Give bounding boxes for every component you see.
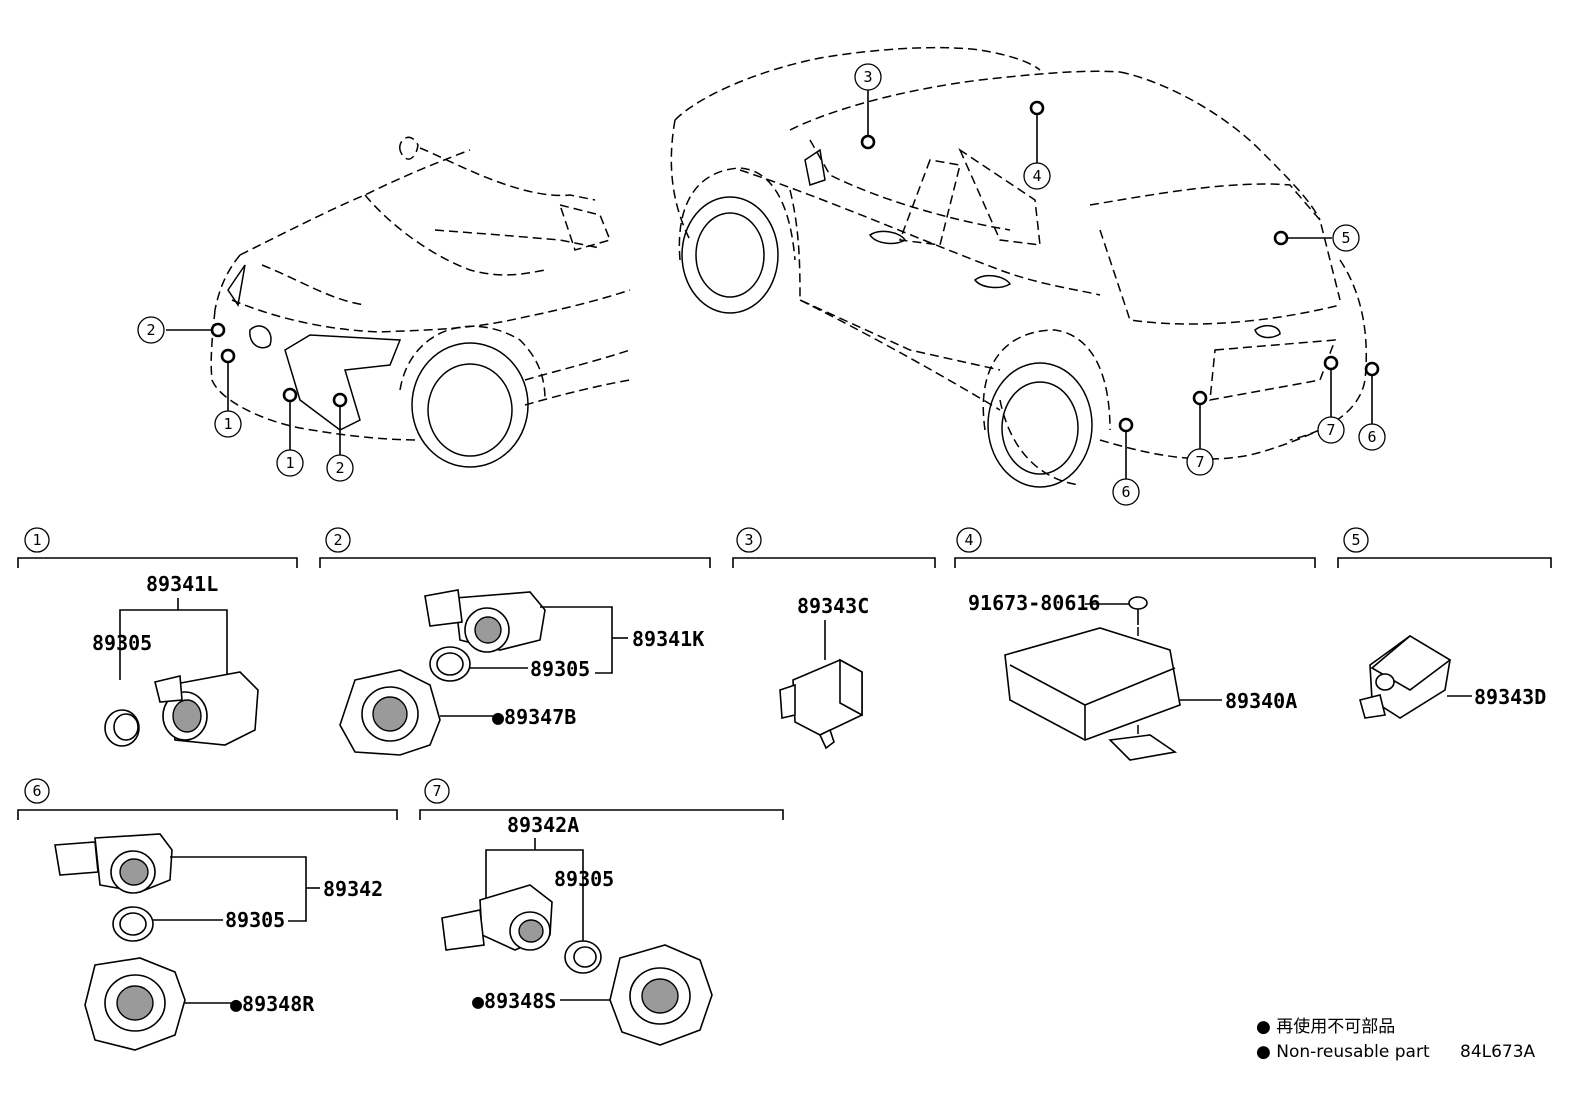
- callout-7-rear-center: 7: [1186, 448, 1214, 476]
- sensor-mark-3: [860, 134, 876, 150]
- svg-text:2: 2: [333, 531, 342, 549]
- part-89305-g2: 89305: [530, 657, 590, 681]
- sensor-mark-1-center: [282, 387, 298, 403]
- sensor-part-g7: [441, 884, 553, 951]
- svg-text:1: 1: [223, 415, 232, 433]
- sensor-mark-5: [1273, 230, 1289, 246]
- svg-text:4: 4: [964, 531, 973, 549]
- sensor-part-g1: [154, 671, 259, 746]
- callout-2-front-left: 2: [137, 316, 165, 344]
- ring-part-g6: [112, 906, 154, 942]
- svg-text:7: 7: [432, 782, 441, 800]
- svg-text:6: 6: [1367, 428, 1376, 446]
- sensor-mark-2-left: [210, 322, 226, 338]
- svg-text:5: 5: [1351, 531, 1360, 549]
- svg-text:3: 3: [863, 68, 872, 86]
- callout-1-front-left: 1: [214, 410, 242, 438]
- group-7: 7 89342A 89305 ●89348S: [419, 778, 784, 1046]
- part-89342A: 89342A: [507, 813, 579, 837]
- part-89305-g7: 89305: [554, 867, 614, 891]
- part-89348R: ●89348R: [230, 992, 315, 1016]
- buzzer-part-g5: [1359, 635, 1452, 719]
- rear-vehicle-view: 3 4 5 7 6 7 6: [670, 46, 1386, 506]
- legend: ● 再使用不可部品 ● Non-reusable part 84L673A: [1256, 1016, 1536, 1062]
- diagram-code: 84L673A: [1460, 1042, 1536, 1062]
- part-89348S: ●89348S: [472, 989, 556, 1013]
- part-89340A: 89340A: [1225, 689, 1297, 713]
- callout-2-front-right: 2: [326, 454, 354, 482]
- svg-text:3: 3: [744, 531, 753, 549]
- group-5: 5 89343D: [1337, 527, 1552, 719]
- part-89341K: 89341K: [632, 627, 704, 651]
- sensor-mark-6-left: [1118, 417, 1134, 433]
- callout-7-rear-right: 7: [1317, 416, 1345, 444]
- front-vehicle-view: 2 1 1 2: [137, 136, 631, 482]
- holder-part-g6: [84, 957, 186, 1051]
- part-89347B: ●89347B: [492, 705, 576, 729]
- svg-text:2: 2: [146, 321, 155, 339]
- part-89343D: 89343D: [1474, 685, 1546, 709]
- sensor-mark-7-right: [1323, 355, 1339, 371]
- ring-part-g1: [104, 709, 140, 747]
- callout-4-rear: 4: [1023, 162, 1051, 190]
- group-3: 3 89343C: [732, 527, 936, 750]
- part-89343C: 89343C: [797, 594, 869, 618]
- sensor-part-g3: [779, 658, 863, 750]
- part-89341L: 89341L: [146, 572, 218, 596]
- group-6: 6 89342 89305 ●89348R: [17, 778, 398, 1051]
- part-91673-80616: 91673-80616: [968, 591, 1100, 615]
- part-89342: 89342: [323, 877, 383, 901]
- svg-text:2: 2: [335, 459, 344, 477]
- svg-text:7: 7: [1326, 421, 1335, 439]
- svg-text:5: 5: [1341, 229, 1350, 247]
- svg-text:4: 4: [1032, 167, 1041, 185]
- sensor-mark-4: [1029, 100, 1045, 116]
- callout-5-rear: 5: [1332, 224, 1360, 252]
- svg-text:1: 1: [285, 454, 294, 472]
- svg-text:6: 6: [1121, 483, 1130, 501]
- svg-text:1: 1: [32, 531, 41, 549]
- callout-3-rear: 3: [854, 63, 882, 91]
- part-89305-g1: 89305: [92, 631, 152, 655]
- sensor-mark-1-left: [220, 348, 236, 364]
- holder-part-g2: [339, 669, 441, 756]
- group-4: 4 91673-80616 89340A: [954, 527, 1316, 761]
- sensor-mark-2-right: [332, 392, 348, 408]
- callout-6-rear-left: 6: [1112, 478, 1140, 506]
- holder-part-g7: [609, 944, 713, 1046]
- callout-1-front-center: 1: [276, 449, 304, 477]
- group-2: 2 89341K 89305 ●89347B: [319, 527, 711, 756]
- bolt-part-g4: [1128, 596, 1148, 625]
- sensor-mark-6-right: [1364, 361, 1380, 377]
- ecu-part-g4: [1004, 627, 1181, 761]
- ring-part-g7: [564, 940, 602, 974]
- svg-text:7: 7: [1195, 453, 1204, 471]
- sensor-mark-7-center: [1192, 390, 1208, 406]
- legend-english: ● Non-reusable part: [1256, 1042, 1430, 1062]
- callout-6-rear-right: 6: [1358, 423, 1386, 451]
- sensor-part-g6: [54, 833, 173, 894]
- ring-part-g2: [429, 646, 471, 682]
- svg-text:6: 6: [32, 782, 41, 800]
- part-89305-g6: 89305: [225, 908, 285, 932]
- sensor-part-g2: [424, 589, 546, 653]
- group-1: 1 89341L 89305: [17, 527, 298, 747]
- legend-japanese: ● 再使用不可部品: [1256, 1016, 1395, 1037]
